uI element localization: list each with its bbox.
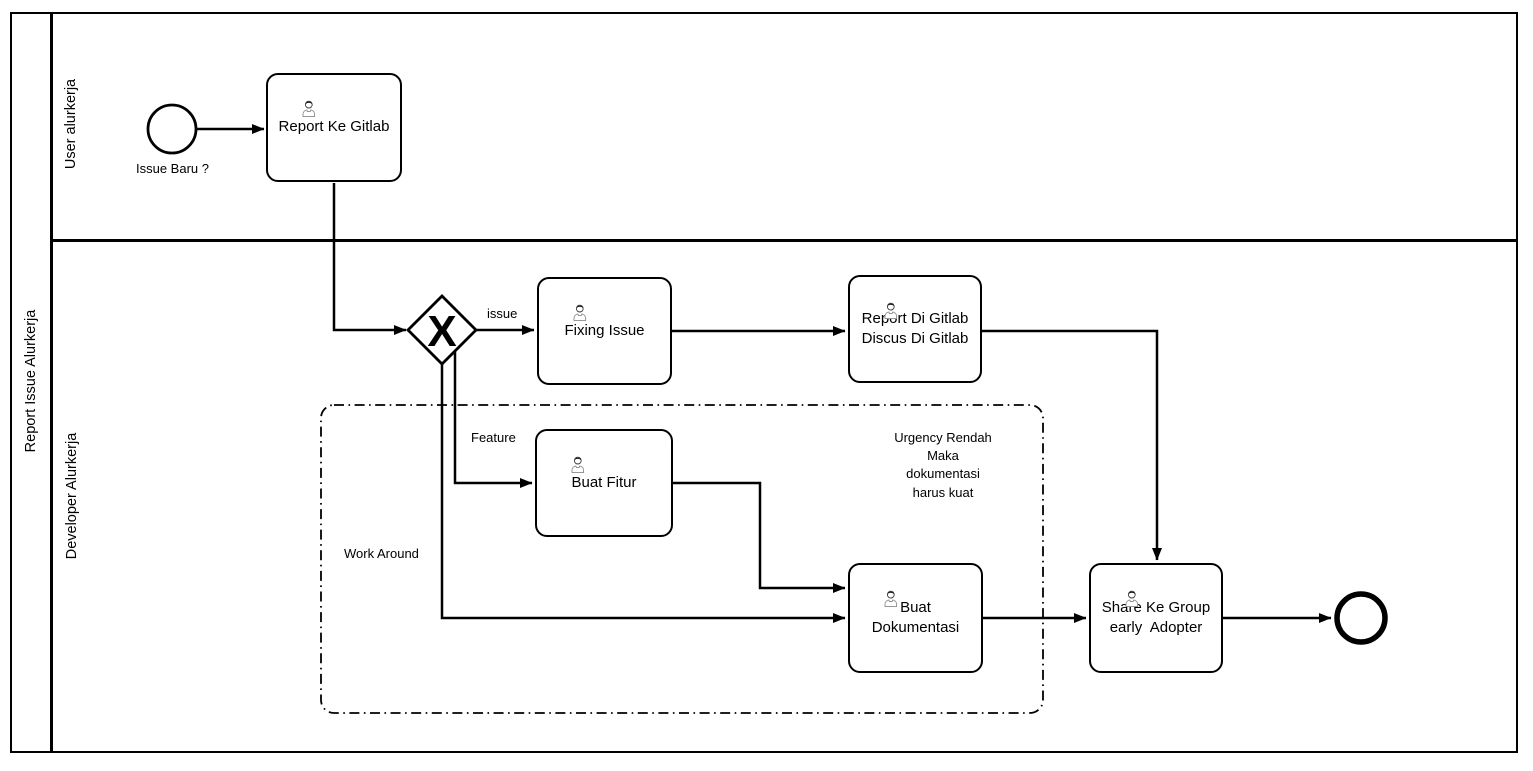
end-event[interactable] xyxy=(1334,591,1388,645)
flow-buat-fitur-to-buat-dokumentasi[interactable] xyxy=(673,481,846,593)
user-icon xyxy=(274,79,319,146)
user-icon xyxy=(545,283,590,350)
exclusive-gateway[interactable] xyxy=(406,294,478,366)
task-report-di-gitlab[interactable]: Report Di Gitlab Discus Di Gitlab xyxy=(848,275,982,383)
user-icon xyxy=(543,435,588,502)
task-report-ke-gitlab[interactable]: Report Ke Gitlab xyxy=(266,73,402,182)
pool-border xyxy=(10,12,1518,753)
task-label: Buat Dokumentasi xyxy=(871,598,960,636)
lane-divider xyxy=(52,239,1518,242)
pool-header-divider xyxy=(50,12,53,753)
flow-gateway-to-buat-dokumentasi[interactable] xyxy=(440,362,846,623)
task-label: Buat Fitur xyxy=(571,473,637,491)
flow-report-ke-gitlab-to-gateway[interactable] xyxy=(332,183,407,335)
flow-label-feature: Feature xyxy=(471,430,516,445)
annotation-urgency: Urgency Rendah Maka dokumentasi harus ku… xyxy=(894,430,992,500)
user-icon xyxy=(856,281,901,348)
exclusive-gateway-x-marker: X xyxy=(427,307,456,356)
group-work-around[interactable] xyxy=(320,404,1044,714)
task-label: Report Ke Gitlab xyxy=(278,118,390,136)
user-icon xyxy=(1097,569,1142,636)
flow-report-di-gitlab-to-share[interactable] xyxy=(982,329,1162,561)
start-event-label: Issue Baru ? xyxy=(136,161,209,176)
task-buat-fitur[interactable]: Buat Fitur xyxy=(535,429,673,537)
task-label: Fixing Issue xyxy=(564,321,645,339)
group-label-work-around: Work Around xyxy=(344,546,419,561)
task-share-ke-group[interactable]: Share Ke Group early Adopter xyxy=(1089,563,1223,673)
task-fixing-issue[interactable]: Fixing Issue xyxy=(537,277,672,385)
flow-label-issue: issue xyxy=(487,306,518,321)
user-icon xyxy=(856,569,901,636)
start-event[interactable] xyxy=(146,103,198,155)
flow-gateway-to-buat-fitur[interactable] xyxy=(453,351,533,488)
task-buat-dokumentasi[interactable]: Buat Dokumentasi xyxy=(848,563,983,673)
